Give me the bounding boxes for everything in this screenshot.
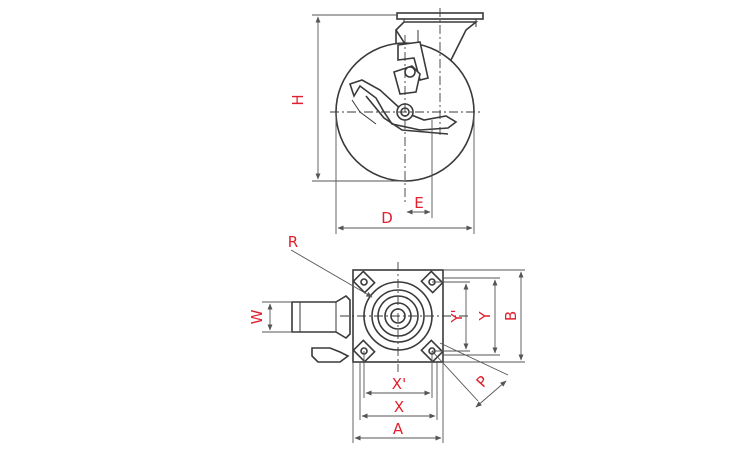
label-E: E [414, 194, 423, 212]
brake-top [311, 347, 350, 363]
top-view: R W Y' Y B X' X A [248, 233, 525, 443]
label-W: W [248, 309, 266, 324]
side-view: H D E [289, 8, 484, 234]
label-X: X [394, 398, 404, 416]
label-D: D [381, 209, 393, 227]
label-X-prime: X' [392, 375, 406, 393]
label-Y-prime: Y' [448, 309, 466, 323]
label-Y: Y [476, 311, 494, 322]
dim-P [475, 380, 507, 408]
wheel-top [291, 294, 351, 340]
label-R: R [288, 233, 298, 251]
label-B: B [502, 311, 520, 321]
brake-pedal [348, 79, 458, 131]
label-H: H [289, 94, 307, 105]
label-A: A [393, 420, 404, 438]
label-P: P [473, 372, 492, 391]
dim-R [290, 249, 373, 298]
